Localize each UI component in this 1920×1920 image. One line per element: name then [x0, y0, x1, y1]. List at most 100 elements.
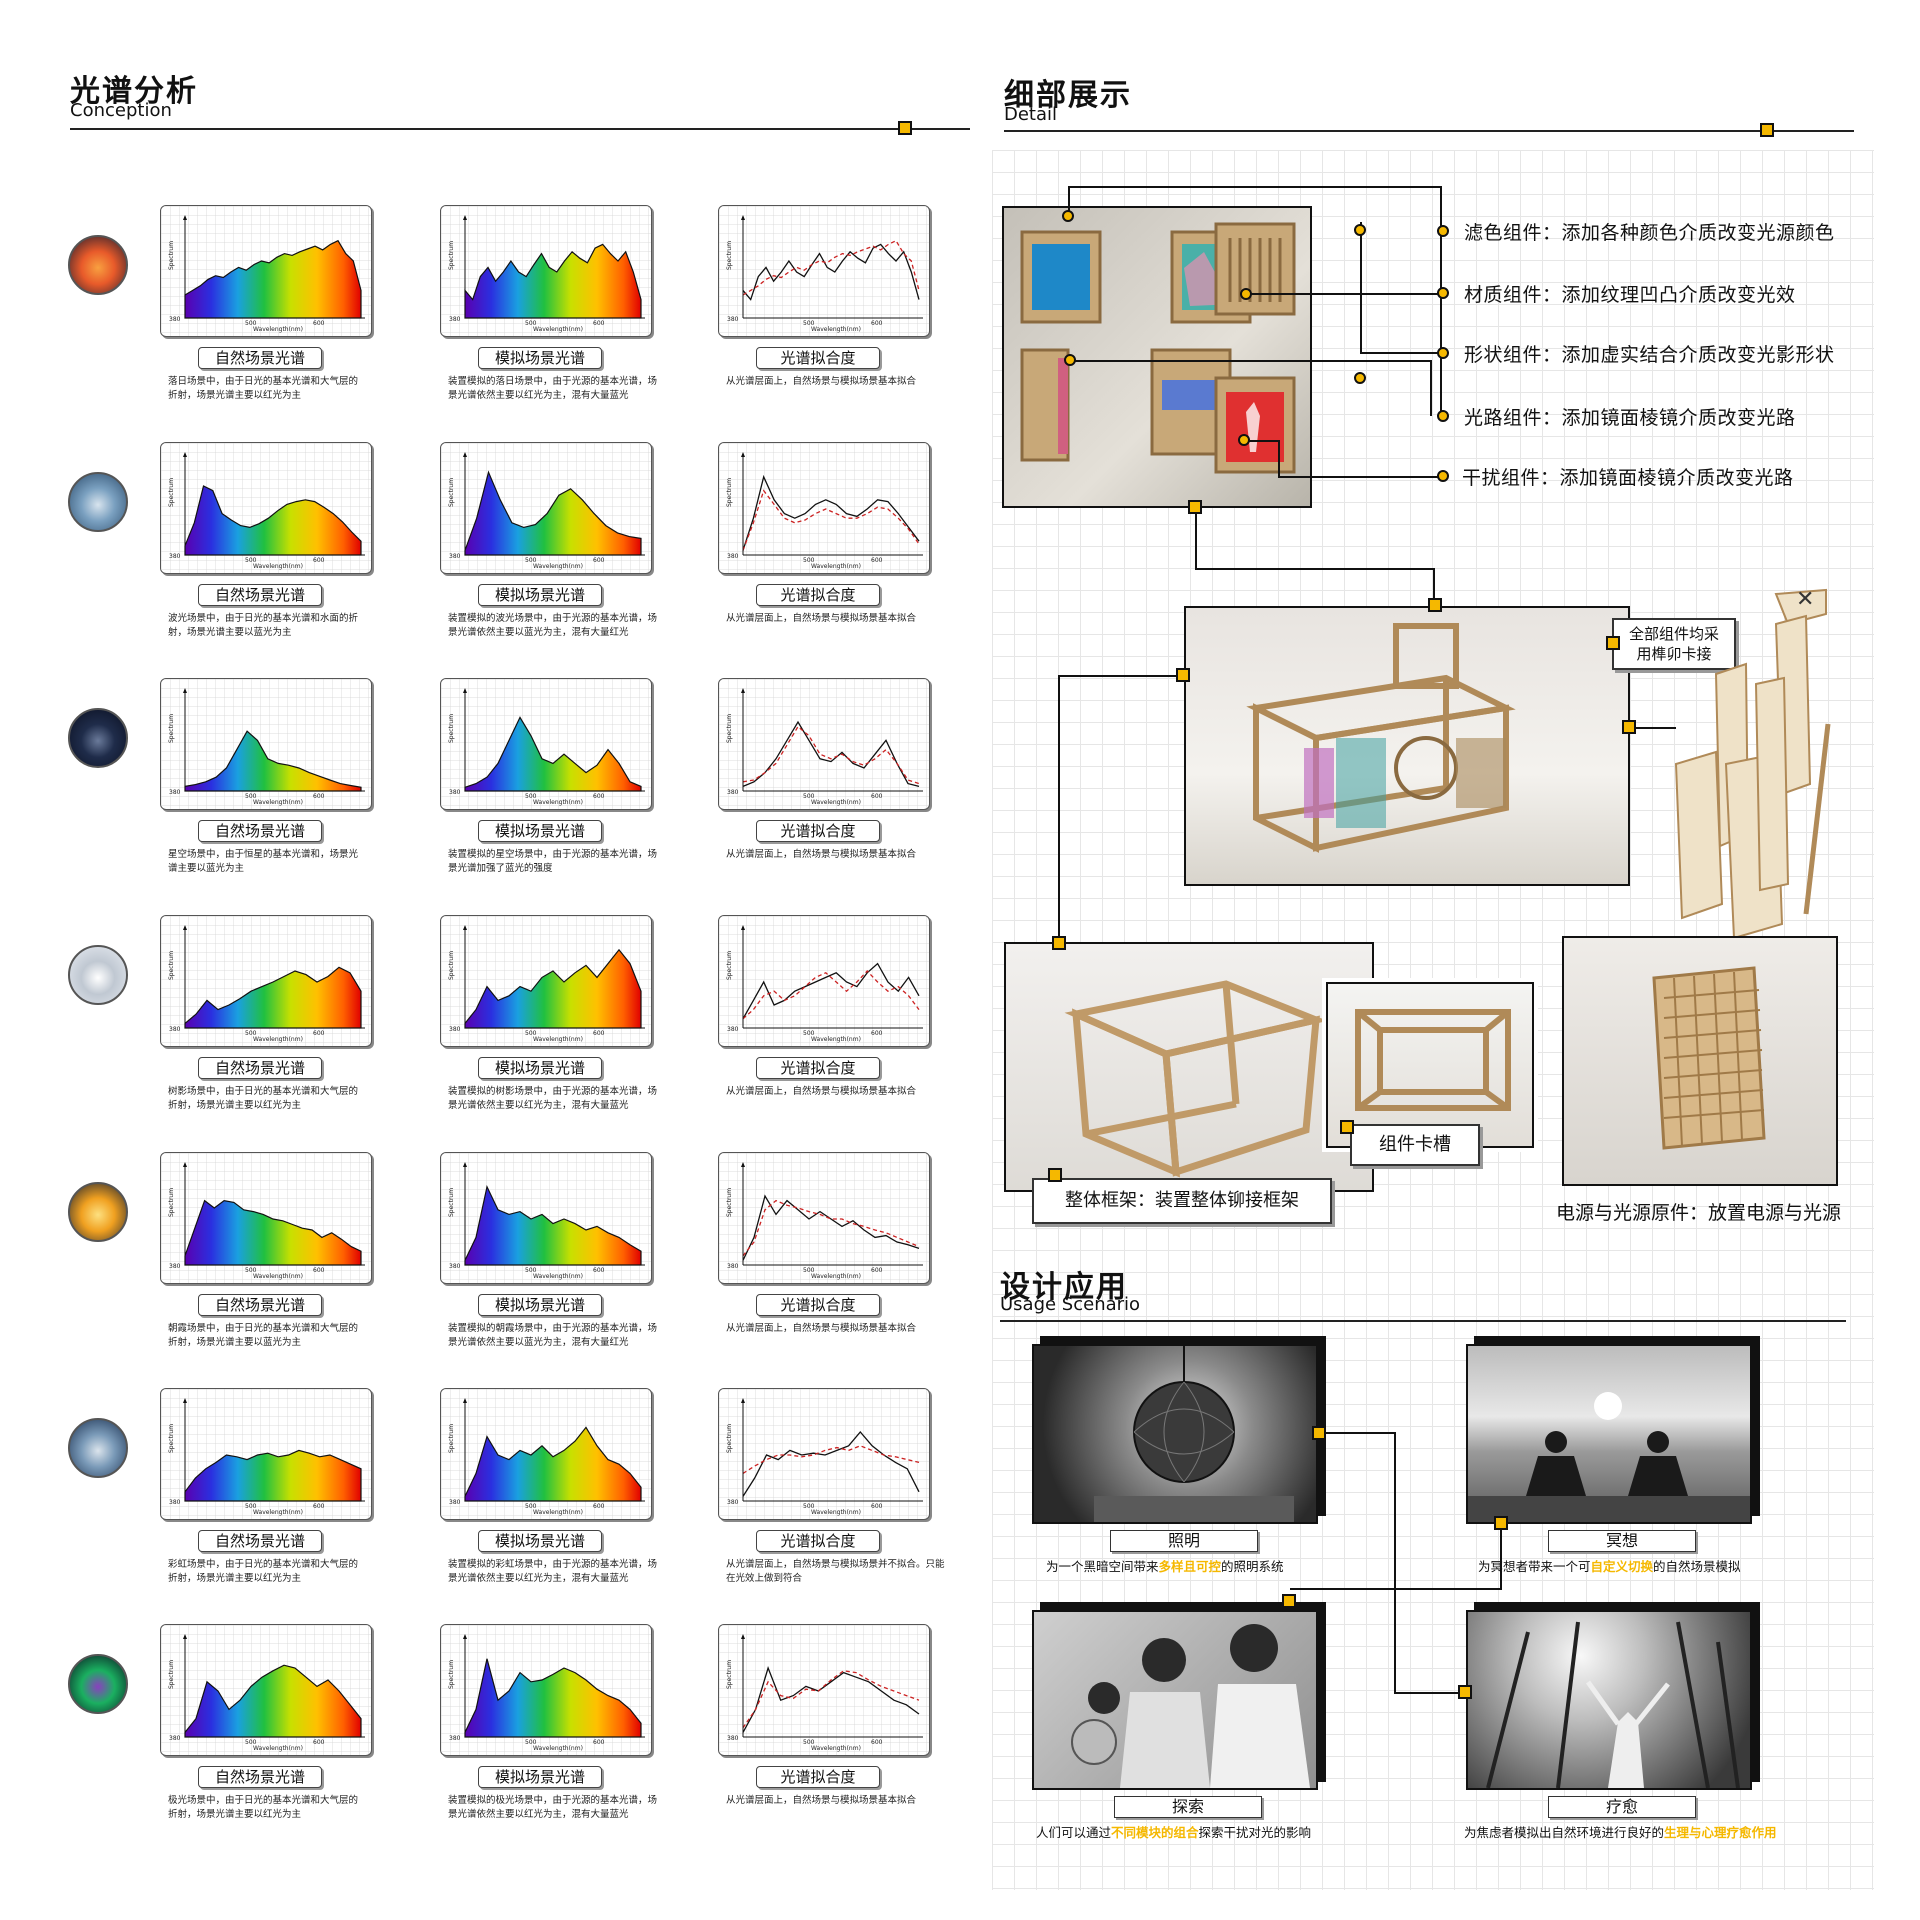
chart-label: 自然场景光谱: [198, 1057, 322, 1079]
axis-label-x_mid: 500: [525, 1503, 537, 1510]
axis-label-y_label: Spectrum: [168, 1188, 175, 1217]
chart-label: 光谱拟合度: [756, 1057, 880, 1079]
slot-illustration: [1355, 1009, 1511, 1111]
connector-filter-top: [1068, 186, 1442, 188]
left-header-marker: [898, 121, 912, 135]
spectrum-area: [184, 485, 362, 556]
scene-meditation-marker: [1494, 1516, 1508, 1530]
assembly-illustration: [1246, 623, 1516, 853]
legend-dot-2: [1437, 287, 1449, 299]
chart-label: 自然场景光谱: [198, 584, 322, 606]
assembly-left-marker: [1176, 668, 1190, 682]
axis-label-x_label: Wavelength(nm): [253, 326, 303, 333]
axis-label-x_mid: 500: [803, 1503, 815, 1510]
spectrum-area: [464, 470, 642, 556]
left-section-subtitle: Conception: [70, 100, 172, 121]
slot-marker: [1340, 1120, 1354, 1134]
axis-label-y_label: Spectrum: [726, 714, 733, 743]
axis-label-x_start: 380: [727, 1735, 739, 1742]
spectrum-area: [464, 1658, 642, 1738]
axis-label-x_start: 380: [169, 1735, 181, 1742]
scene-connector-2h: [1290, 1588, 1502, 1590]
axis-label-x_label: Wavelength(nm): [253, 1509, 303, 1516]
axis-label-x_mid: 500: [245, 1503, 257, 1510]
connector-material: [1248, 293, 1442, 295]
legend-dot-1: [1437, 225, 1449, 237]
fit-simulated-line: [742, 489, 920, 551]
axis-label-y_label: Spectrum: [448, 1424, 455, 1453]
connector-interfere-h: [1278, 476, 1442, 478]
fit-simulated-line: [742, 1199, 920, 1257]
assembly-photo: [1184, 606, 1630, 886]
chart-label: 光谱拟合度: [756, 1530, 880, 1552]
power-source-label: 电源与光源原件：放置电源与光源: [1556, 1202, 1842, 1224]
axis-label-y_label: Spectrum: [726, 478, 733, 507]
axis-label-y_label: Spectrum: [726, 951, 733, 980]
axis-label-x_mid: 500: [245, 1030, 257, 1037]
axis-label-y_label: Spectrum: [448, 1188, 455, 1217]
connector-assembly-frame-h: [1058, 675, 1178, 677]
axis-label-x_mid: 500: [245, 1739, 257, 1746]
axis-label-x_start: 380: [727, 316, 739, 323]
axis-label-y_label: Spectrum: [168, 714, 175, 743]
board-bottom-marker: [1188, 500, 1202, 514]
detail-header-marker: [1760, 123, 1774, 137]
chart-description: 装置模拟的星空场景中，由于光源的基本光谱，场景光谱加强了蓝光的强度: [448, 849, 658, 874]
module-dot-shape: [1354, 224, 1366, 236]
chart-description: 装置模拟的朝霞场景中，由于光源的基本光谱，场景光谱依然主要以蓝光为主，混有大量红…: [448, 1323, 658, 1348]
chart-description: 装置模拟的波光场景中，由于光源的基本光谱，场景光谱依然主要以蓝光为主，混有大量红…: [448, 613, 658, 638]
fit-natural-line: [742, 474, 920, 551]
axis-label-y_label: Spectrum: [726, 1188, 733, 1217]
spectrum-area: [464, 716, 642, 792]
module-dot-texture: [1240, 288, 1252, 300]
chart-label: 自然场景光谱: [198, 1766, 322, 1788]
chart-description: 从光谱层面上，自然场景与模拟场景基本拟合: [726, 1323, 917, 1334]
exploded-marker: [1622, 720, 1636, 734]
axis-label-y_label: Spectrum: [448, 714, 455, 743]
axis-label-x_start: 380: [727, 1263, 739, 1270]
scene-connector-2v: [1500, 1530, 1502, 1588]
scene-desc-healing: 为焦虑者模拟出自然环境进行良好的生理与心理疗愈作用: [1464, 1825, 1777, 1840]
scene-thumbnail: [68, 945, 128, 1005]
chart-description: 从光谱层面上，自然场景与模拟场景基本拟合: [726, 1795, 917, 1806]
axis-label-x_mid: 600: [871, 557, 883, 564]
spectrum-area: [184, 1449, 362, 1502]
chart-label: 自然场景光谱: [198, 1530, 322, 1552]
detail-header-rule: [1004, 130, 1854, 132]
scene-photo-meditation: [1466, 1344, 1752, 1524]
scene-thumbnail: [68, 708, 128, 768]
fit-natural-line: [742, 962, 920, 1020]
fit-natural-line: [742, 1430, 920, 1497]
axis-label-x_start: 380: [727, 789, 739, 796]
axis-label-x_mid: 500: [525, 1739, 537, 1746]
chart-label: 自然场景光谱: [198, 347, 322, 369]
axis-label-x_mid: 600: [313, 557, 325, 564]
chart-label: 模拟场景光谱: [478, 1530, 602, 1552]
axis-label-x_mid: 600: [871, 1030, 883, 1037]
axis-label-y_label: Spectrum: [448, 241, 455, 270]
connector-interfere-v: [1278, 440, 1280, 476]
scene-healing-marker: [1458, 1685, 1472, 1699]
axis-label-y_label: Spectrum: [726, 1424, 733, 1453]
chart-label: 模拟场景光谱: [478, 1294, 602, 1316]
chart-description: 波光场景中，由于日光的基本光谱和水面的折射，场景光谱主要以蓝光为主: [168, 613, 359, 638]
axis-label-x_label: Wavelength(nm): [533, 326, 583, 333]
axis-label-y_label: Spectrum: [168, 478, 175, 507]
axis-label-x_label: Wavelength(nm): [253, 1745, 303, 1752]
scene-photo-exploration: [1032, 1610, 1318, 1790]
axis-label-x_mid: 600: [871, 1739, 883, 1746]
axis-label-x_mid: 600: [593, 1503, 605, 1510]
connector-exploded: [1636, 727, 1676, 729]
